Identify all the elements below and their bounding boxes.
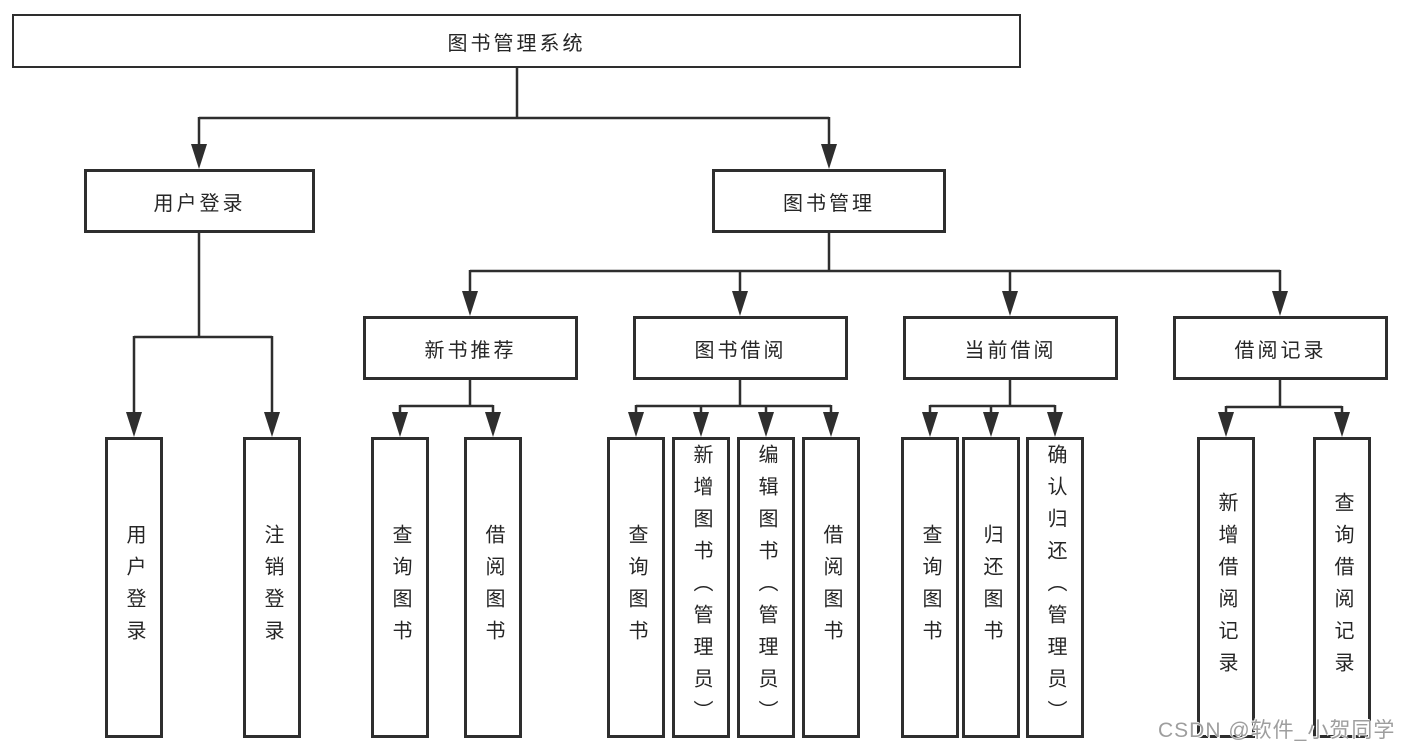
leaf-label: 查询图书 — [919, 523, 941, 652]
node-current-borrowing: 当前借阅 — [903, 316, 1118, 380]
leaf-borrowing-add-books-admin: 新增图书（管理员） — [672, 437, 730, 738]
node-user-login: 用户登录 — [84, 169, 315, 233]
leaf-logout: 注销登录 — [243, 437, 301, 738]
leaf-borrowing-borrow-books: 借阅图书 — [802, 437, 860, 738]
leaf-label: 用户登录 — [123, 523, 145, 652]
leaf-current-query-books: 查询图书 — [901, 437, 959, 738]
node-label: 借阅记录 — [1234, 339, 1327, 362]
node-label: 用户登录 — [153, 192, 246, 215]
leaf-label: 新增图书（管理员） — [690, 443, 712, 732]
leaf-label: 确认归还（管理员） — [1044, 443, 1066, 732]
leaf-records-add-borrow-record: 新增借阅记录 — [1197, 437, 1255, 738]
leaf-label: 查询图书 — [625, 523, 647, 652]
node-label: 当前借阅 — [964, 339, 1057, 362]
node-book-borrowing: 图书借阅 — [633, 316, 848, 380]
node-label: 图书管理系统 — [447, 32, 586, 55]
leaf-label: 借阅图书 — [482, 523, 504, 652]
node-book-management: 图书管理 — [712, 169, 946, 233]
node-new-book-recommendation: 新书推荐 — [363, 316, 578, 380]
leaf-label: 借阅图书 — [820, 523, 842, 652]
leaf-user-login: 用户登录 — [105, 437, 163, 738]
leaf-borrowing-edit-books-admin: 编辑图书（管理员） — [737, 437, 795, 738]
leaf-label: 注销登录 — [261, 523, 283, 652]
leaf-recommend-query-books: 查询图书 — [371, 437, 429, 738]
leaf-label: 归还图书 — [980, 523, 1002, 652]
leaf-current-confirm-return-admin: 确认归还（管理员） — [1026, 437, 1084, 738]
leaf-label: 查询借阅记录 — [1331, 491, 1353, 684]
leaf-label: 查询图书 — [389, 523, 411, 652]
leaf-current-return-books: 归还图书 — [962, 437, 1020, 738]
watermark-text: CSDN @软件_小贺同学 — [1158, 719, 1396, 742]
leaf-borrowing-query-books: 查询图书 — [607, 437, 665, 738]
node-label: 图书管理 — [783, 192, 875, 215]
node-library-management-system: 图书管理系统 — [12, 14, 1021, 68]
leaf-records-query-borrow-record: 查询借阅记录 — [1313, 437, 1371, 738]
node-label: 新书推荐 — [424, 339, 517, 362]
leaf-label: 新增借阅记录 — [1215, 491, 1237, 684]
leaf-label: 编辑图书（管理员） — [755, 443, 777, 732]
leaf-recommend-borrow-books: 借阅图书 — [464, 437, 522, 738]
node-borrowing-records: 借阅记录 — [1173, 316, 1388, 380]
node-label: 图书借阅 — [694, 339, 787, 362]
